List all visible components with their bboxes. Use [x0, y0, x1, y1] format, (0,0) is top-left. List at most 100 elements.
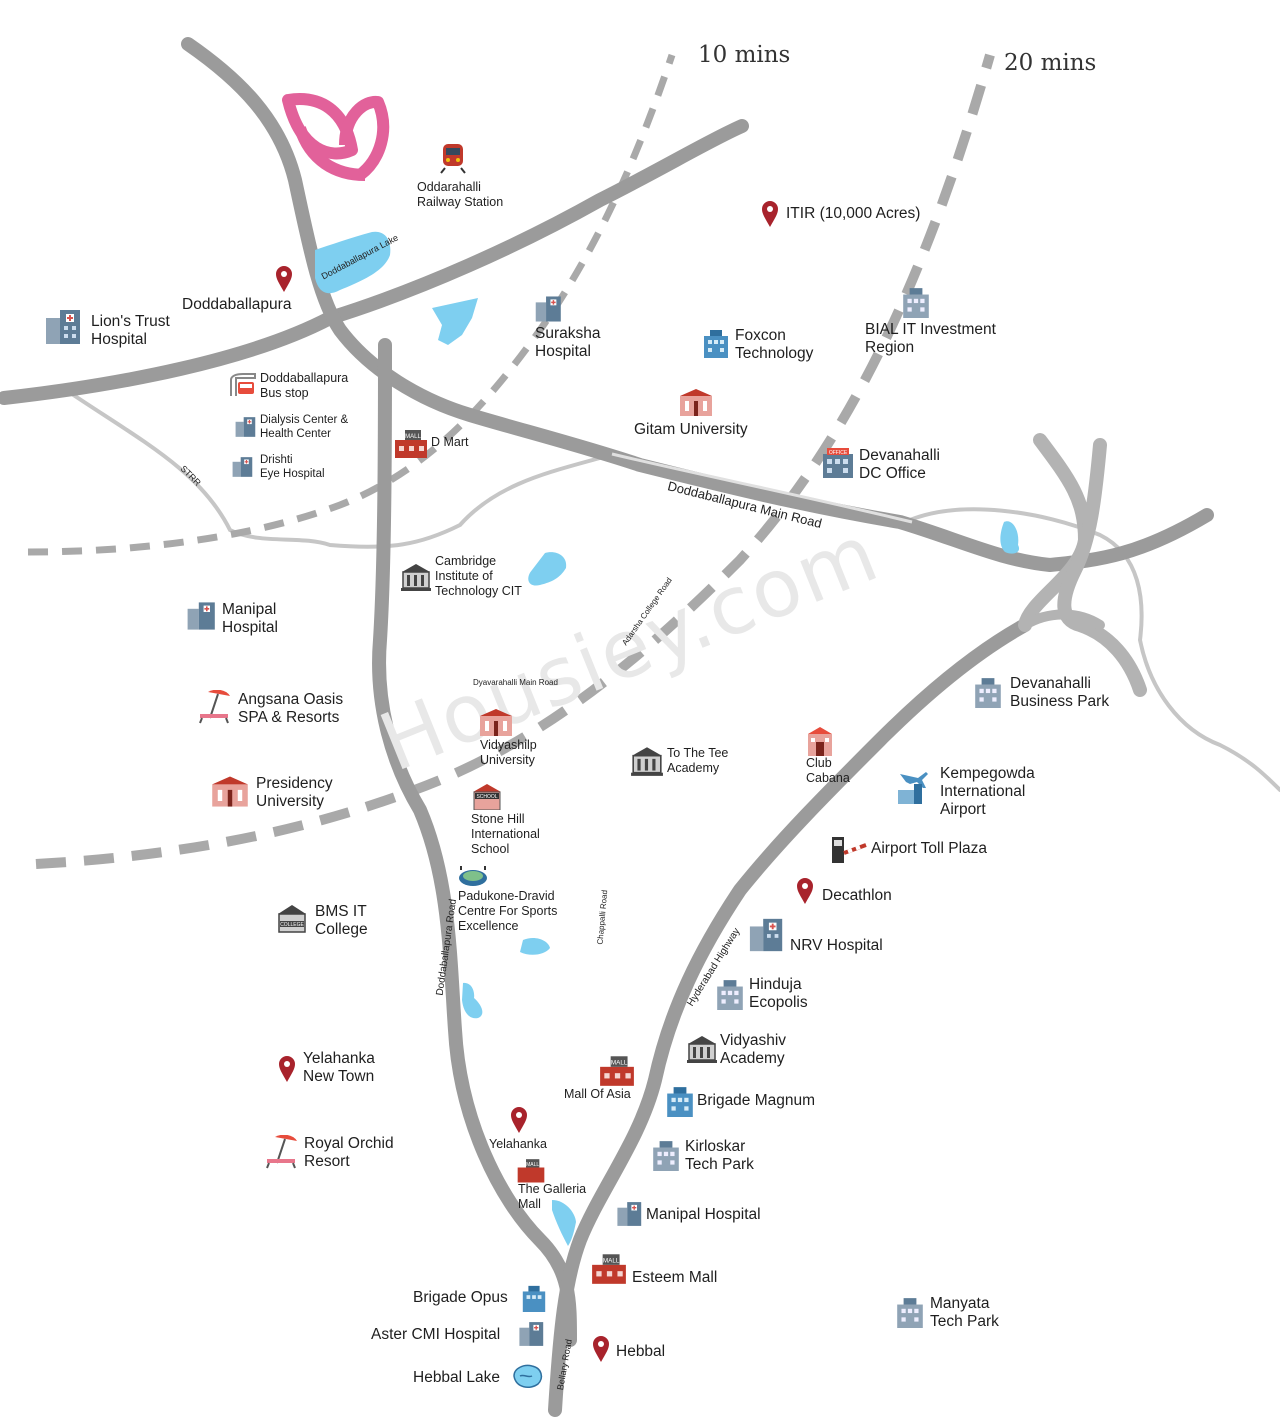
label-vidyashilp: Vidyashilp University: [480, 738, 537, 767]
mall-icon: MALL: [517, 1159, 545, 1183]
office-building-icon: [717, 980, 743, 1010]
label-vidyashiv: Vidyashiv Academy: [720, 1032, 787, 1067]
label-club-cabana: Club Cabana: [806, 756, 850, 785]
lake-icon: [513, 1364, 543, 1389]
resort-icon: [266, 1135, 297, 1169]
svg-text:MALL: MALL: [526, 1162, 539, 1168]
hospital-icon: [749, 918, 783, 952]
road-label-dyavarahalli: Dyavarahalli Main Road: [473, 678, 558, 687]
svg-text:COLLEGE: COLLEGE: [280, 922, 304, 928]
label-cambridge: Cambridge Institute of Technology CIT: [435, 554, 522, 598]
label-toll: Airport Toll Plaza: [871, 840, 988, 857]
office-building-icon: [704, 330, 728, 358]
label-mall-of-asia: Mall Of Asia: [564, 1087, 631, 1101]
airport-icon: [898, 772, 928, 804]
club-icon: [808, 727, 832, 756]
office-building-icon: [653, 1141, 679, 1171]
hospital-icon: [235, 417, 256, 437]
ring-10-mins: [27, 53, 676, 556]
lakes: [315, 231, 1020, 1246]
mall-icon: MALL: [395, 430, 427, 458]
label-bial: BIAL IT Investment Region: [865, 321, 996, 356]
label-kirloskar: Kirloskar Tech Park: [685, 1138, 754, 1173]
office-building-icon: [667, 1087, 693, 1117]
office-building-icon: [903, 288, 929, 318]
label-aster: Aster CMI Hospital: [371, 1326, 501, 1343]
doddaballapura-lake: [315, 231, 391, 294]
label-manyata: Manyata Tech Park: [930, 1295, 999, 1330]
label-hinduja: Hinduja Ecopolis: [749, 976, 808, 1011]
major-roads: [0, 37, 1214, 1417]
label-stone-hill: Stone Hill International School: [471, 812, 540, 856]
toll-plaza-icon: [832, 837, 867, 863]
college-icon: [631, 747, 663, 776]
university-icon: [480, 709, 512, 736]
doddaballapura-road: [372, 338, 577, 1347]
label-galleria: The Galleria Mall: [518, 1182, 587, 1211]
label-brigade-opus: Brigade Opus: [413, 1289, 508, 1306]
location-pin-icon: [593, 1336, 609, 1362]
ring-label-20: 20 mins: [1004, 50, 1097, 76]
hospital-icon: [187, 602, 215, 630]
label-dialysis: Dialysis Center & Health Center: [260, 414, 349, 440]
hospital-icon: [519, 1322, 544, 1346]
office-icon: OFFICE: [823, 448, 853, 478]
label-devanahalli-dc: Devanahalli DC Office: [859, 447, 940, 482]
location-pin-icon: [511, 1107, 527, 1133]
hospital-icon: [617, 1202, 642, 1226]
project-logo: [282, 93, 390, 181]
label-royal-orchid: Royal Orchid Resort: [304, 1135, 394, 1170]
college-icon: [401, 564, 431, 591]
airport-loop-road-b: [1057, 438, 1147, 697]
bus-stop-icon: [230, 373, 256, 396]
label-dev-business-park: Devanahalli Business Park: [1010, 675, 1110, 710]
university-icon: [680, 389, 712, 416]
ring-label-10: 10 mins: [698, 42, 791, 68]
label-kia: Kempegowda International Airport: [940, 765, 1035, 818]
label-angsana: Angsana Oasis SPA & Resorts: [238, 691, 344, 726]
train-icon: [440, 144, 466, 174]
label-bms: BMS IT College: [315, 903, 368, 938]
strr-road: [64, 388, 612, 549]
svg-text:MALL: MALL: [603, 1258, 620, 1265]
office-building-icon: [522, 1285, 546, 1312]
label-suraksha: Suraksha Hospital: [535, 325, 601, 360]
hyderabad-highway: [548, 618, 1032, 1417]
svg-text:SCHOOL: SCHOOL: [476, 794, 497, 800]
location-pin-icon: [279, 1056, 295, 1082]
road-highlight: [611, 452, 913, 524]
lake-6: [462, 982, 483, 1019]
label-gitam: Gitam University: [634, 421, 748, 438]
doddaballapura-main-road: [0, 119, 749, 405]
svg-text:OFFICE: OFFICE: [829, 450, 848, 456]
airport-loop-road-c: [1020, 609, 1105, 630]
devanahalli-link-road: [908, 507, 1280, 792]
airport-loop-road-a: [1018, 433, 1092, 632]
label-brigade-magnum: Brigade Magnum: [697, 1092, 816, 1109]
label-esteem: Esteem Mall: [632, 1269, 718, 1286]
mall-icon: MALL: [592, 1254, 626, 1284]
university-icon: [212, 776, 248, 807]
location-pin-icon: [276, 266, 292, 292]
label-foxconn: Foxcon Technology: [735, 327, 814, 362]
lake-5: [520, 937, 550, 955]
svg-text:MALL: MALL: [611, 1060, 628, 1067]
label-bus-stop: Doddaballapura Bus stop: [260, 371, 349, 400]
nh-north-road: [181, 37, 1214, 572]
lake-4: [1000, 521, 1020, 554]
time-rings: [27, 53, 995, 869]
label-manipal-2: Manipal Hospital: [646, 1206, 761, 1223]
hospital-icon: [535, 296, 561, 322]
label-lions-trust: Lion's Trust Hospital: [91, 313, 170, 348]
svg-text:MALL: MALL: [405, 434, 421, 440]
resort-icon: [199, 690, 230, 724]
label-hebbal-lake: Hebbal Lake: [413, 1369, 501, 1386]
location-pin-icon: [797, 878, 813, 904]
label-tothetee: To The Tee Academy: [667, 746, 729, 775]
label-manipal-1: Manipal Hospital: [222, 601, 278, 636]
label-hebbal: Hebbal: [616, 1343, 666, 1360]
mall-icon: MALL: [600, 1056, 634, 1086]
label-decathlon: Decathlon: [822, 887, 892, 904]
location-pin-icon: [762, 201, 778, 227]
hospital-icon: [232, 457, 253, 477]
